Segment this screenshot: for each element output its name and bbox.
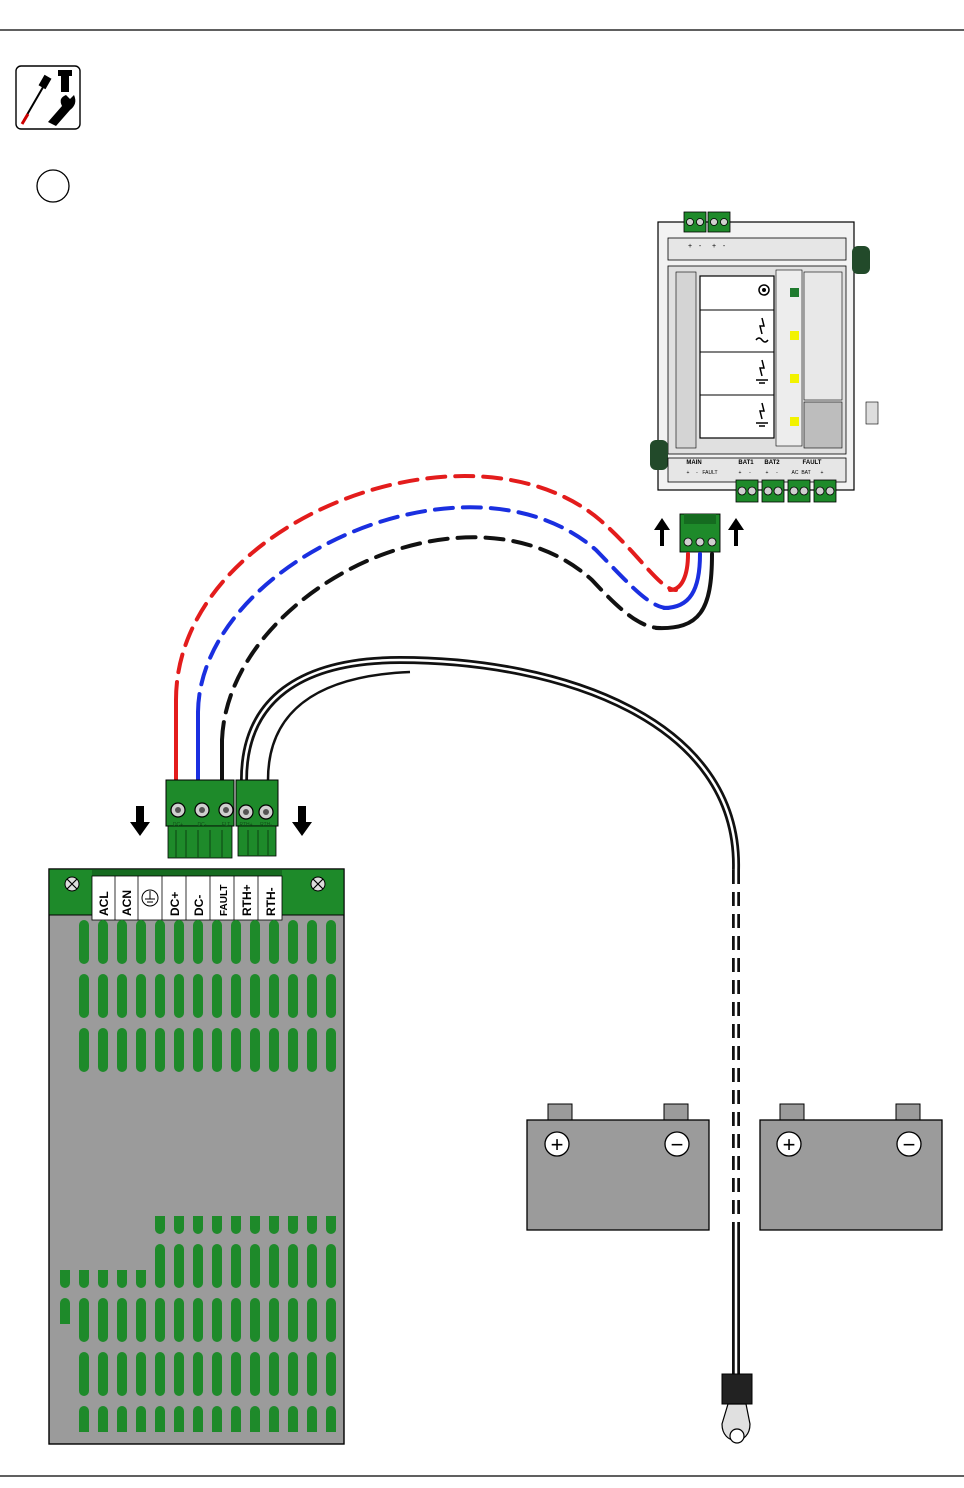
battery-negative-symbol: − <box>671 1132 684 1157</box>
sublabel: AC <box>792 470 799 476</box>
controller-top-labels: + - + - <box>688 243 726 250</box>
pin-label: FLT <box>222 822 231 828</box>
sublabel: + <box>766 470 769 476</box>
sublabel: + <box>687 470 690 476</box>
group-label-bat2: BAT2 <box>764 460 780 466</box>
group-label-main: MAIN <box>686 460 701 466</box>
battery-2 <box>759 1103 943 1231</box>
positive-terminal-icon <box>776 1131 802 1157</box>
sublabel: FAULT <box>702 470 717 476</box>
wire-positive-end <box>668 552 690 592</box>
status-leds <box>790 288 799 426</box>
wire-negative-dashed <box>196 505 670 714</box>
terminal-label-fault: FAULT <box>219 885 230 916</box>
pin-label: RTH- <box>260 822 272 828</box>
terminal-label-dcplus: DC+ <box>168 892 182 916</box>
group-label-fault: FAULT <box>803 460 822 466</box>
group-label-bat1: BAT1 <box>738 460 754 466</box>
psu-rth-plug <box>235 779 279 857</box>
power-icon <box>758 284 770 296</box>
psu-terminal-labels: ACL ACN DC+ DC- FAULT RTH+ RTH- <box>97 884 278 916</box>
terminal-label-acl: ACL <box>97 891 111 916</box>
wire-negative-end <box>662 552 702 610</box>
positive-terminal-icon <box>544 1131 570 1157</box>
battery-fault-icon <box>756 359 768 384</box>
sublabel: - <box>749 470 751 476</box>
status-led <box>790 417 799 426</box>
arrow-down-icon <box>130 806 150 836</box>
top-terminal-label: + <box>712 243 716 250</box>
top-terminal-label: + <box>688 243 692 250</box>
controller-bottom-connectors <box>735 479 837 503</box>
negative-terminal-icon <box>896 1131 922 1157</box>
dc-wires <box>174 474 714 782</box>
arrow-down-icon <box>292 806 312 836</box>
step-marker <box>36 169 70 203</box>
pin-label: DC+ <box>173 822 183 828</box>
terminal-label-rthminus: RTH- <box>264 887 278 916</box>
arrow-up-icon <box>654 518 670 546</box>
sublabel: BAT <box>801 470 810 476</box>
battery-negative-symbol: − <box>903 1132 916 1157</box>
arrow-up-icon <box>728 518 744 546</box>
wire-positive-dashed <box>174 474 678 702</box>
sublabel: + <box>821 470 824 476</box>
controller-top-connector <box>683 211 731 233</box>
battery-positive-symbol: + <box>783 1132 796 1157</box>
battery-terminal-symbols: + − + − <box>551 1132 916 1157</box>
controller-bottom-sublabels: + - FAULT + - + - AC BAT + <box>687 470 824 476</box>
sublabel: - <box>776 470 778 476</box>
pin-label: DC- <box>198 822 207 828</box>
main-input-plug <box>679 513 721 553</box>
negative-terminal-icon <box>664 1131 690 1157</box>
top-terminal-label: - <box>699 243 702 250</box>
terminal-label-rthplus: RTH+ <box>240 884 254 916</box>
controller-module <box>650 221 879 491</box>
sublabel: - <box>696 470 698 476</box>
terminal-label-acn: ACN <box>120 890 134 916</box>
screw-icon <box>310 876 326 892</box>
wire-fault-end <box>654 552 714 631</box>
sublabel: + <box>739 470 742 476</box>
status-led <box>790 374 799 383</box>
pin-label: RTH+ <box>239 822 252 828</box>
wire-fault-dashed <box>220 535 662 742</box>
battery-1 <box>526 1103 710 1231</box>
power-supply-unit <box>48 868 345 1445</box>
psu-dc-plug <box>165 779 235 859</box>
thermistor-cable <box>240 655 741 1376</box>
top-terminal-label: - <box>723 243 726 250</box>
controller-bottom-labels: MAIN BAT1 BAT2 FAULT <box>686 460 821 466</box>
thermistor-probe <box>721 1373 753 1444</box>
status-led <box>790 331 799 340</box>
screw-icon <box>64 876 80 892</box>
battery2-fault-icon <box>756 402 768 427</box>
status-led <box>790 288 799 297</box>
terminal-label-dcminus: DC- <box>192 895 206 916</box>
ground-icon <box>141 889 159 907</box>
psu-pin-labels: DC+ DC- FLT RTH+ RTH- <box>173 822 272 828</box>
ac-fault-icon <box>755 317 769 343</box>
tools-icon <box>15 65 81 130</box>
battery-positive-symbol: + <box>551 1132 564 1157</box>
